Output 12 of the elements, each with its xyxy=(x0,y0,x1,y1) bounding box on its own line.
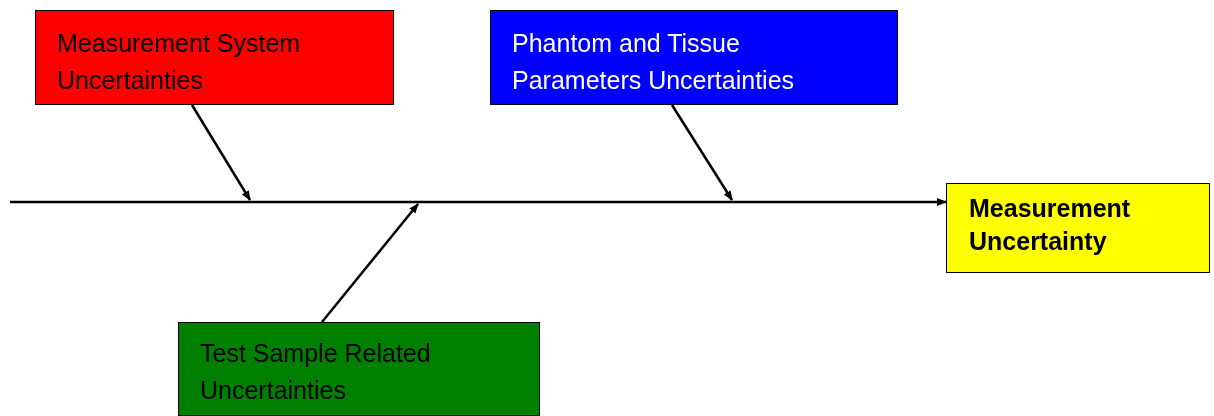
cause-box xyxy=(178,322,540,416)
cause-box xyxy=(490,10,898,105)
effect-box xyxy=(946,183,1210,273)
arrow xyxy=(10,198,947,206)
box-label: Measurement System Uncertainties xyxy=(57,28,302,96)
cause-box xyxy=(35,10,394,105)
box-label: Phantom and Tissue Parameters Uncertainties xyxy=(512,28,796,96)
arrow xyxy=(670,104,734,201)
box-label: Measurement Uncertainty xyxy=(969,193,1132,257)
arrow xyxy=(321,203,419,323)
arrow xyxy=(190,104,252,201)
box-label: Test Sample Related Uncertainties xyxy=(200,338,432,406)
